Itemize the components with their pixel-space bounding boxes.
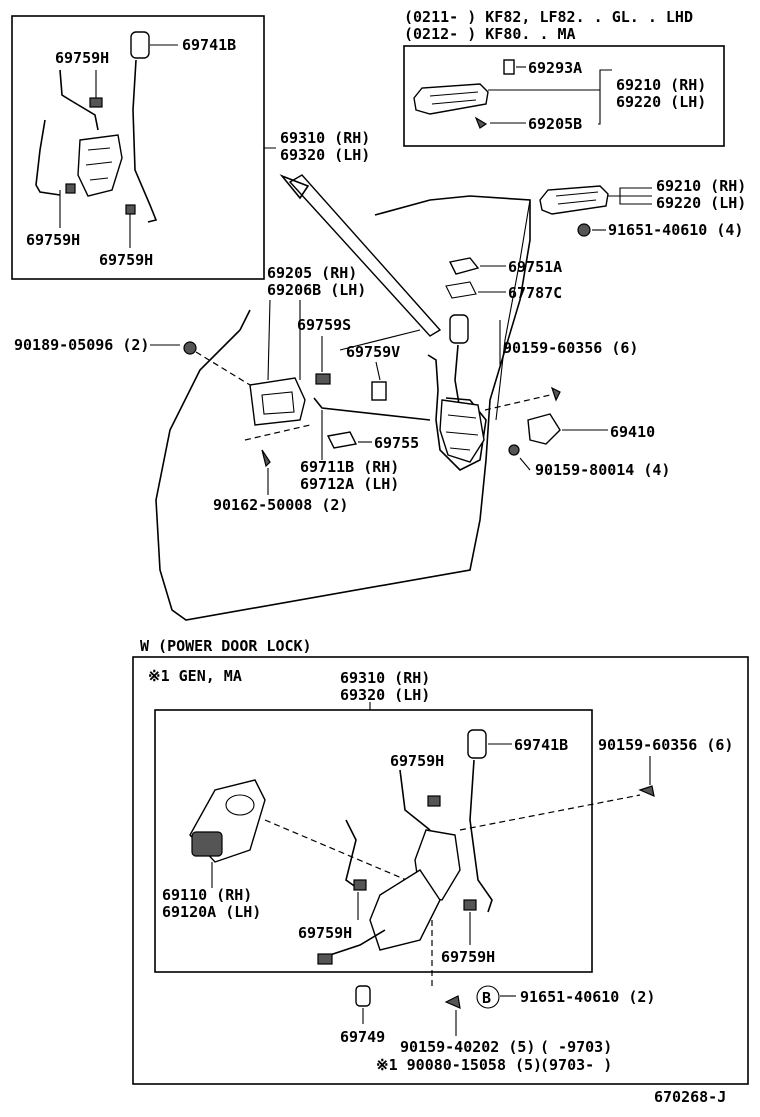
label-69410: 69410 [610,423,655,441]
outside-handle-rh [539,185,609,215]
label-69310-rh-pl: 69310 (RH) [340,669,430,687]
clip-69759V [371,381,387,401]
striker-69410 [527,413,561,445]
inset-box-handle [403,45,725,147]
arrow-icon [279,174,310,200]
label-69759H-right-pl: 69759H [441,948,495,966]
outside-handle-cap [130,31,150,59]
door-panel-outline [155,195,531,621]
harness-connector [317,953,333,965]
inside-rod [35,119,61,196]
latch-assembly [77,134,123,197]
label-90159-60356-6-pl: 90159-60356 (6) [598,736,733,754]
label-69759H-left: 69759H [26,231,80,249]
label-69210-rh: 69210 (RH) [656,177,746,195]
label-69741B-top: 69741B [182,36,236,54]
power-lock-box [132,656,749,1085]
label-90162-50008: 90162-50008 (2) [213,496,348,514]
figure-id: 670268-J [654,1088,726,1106]
label-69205B: 69205B [528,115,582,133]
handle-pad [503,59,515,75]
label-69220-lh: 69220 (LH) [656,194,746,212]
label-69310-rh: 69310 (RH) [280,129,370,147]
cover-69749 [355,985,371,1007]
label-69759V: 69759V [346,343,400,361]
bolt-icon [577,223,591,237]
power-lock-title: W (POWER DOOR LOCK) [140,637,312,655]
label-69741B-pl: 69741B [514,736,568,754]
lock-rod [59,69,99,131]
label-circle-b: B [482,989,491,1007]
glass-run [288,174,442,337]
label-91651-40610-4: 91651-40610 (4) [608,221,743,239]
applicability-line-1: (0211- ) KF82, LF82. . GL. . LHD [404,8,693,26]
label-90080-15058: ※1 90080-15058 (5) [376,1056,542,1074]
motor-connector [191,831,223,857]
label-69759H-topleft: 69759H [55,49,109,67]
label-91651-40610-2: 91651-40610 (2) [520,988,655,1006]
power-lock-inner-box [154,709,593,973]
label-69759H-left-pl: 69759H [298,924,352,942]
label-90159-60356-6: 90159-60356 (6) [503,339,638,357]
label-69320-lh: 69320 (LH) [280,146,370,164]
label-69293A: 69293A [528,59,582,77]
label-90159-40202: 90159-40202 (5) [400,1038,535,1056]
label-69759H-bottom: 69759H [99,251,153,269]
rod-clip [353,879,367,891]
rod-clip [463,899,477,911]
label-67787C: 67787C [508,284,562,302]
label-69759H-top-pl: 69759H [390,752,444,770]
label-69749: 69749 [340,1028,385,1046]
rod-clip [89,97,103,108]
rod-clip [65,183,76,194]
label-90189-05096: 90189-05096 (2) [14,336,149,354]
rod-clip [125,204,136,215]
applicability-line-2: (0212- ) KF80. . MA [404,25,576,43]
control-rod [132,59,158,223]
screw-icon [474,116,488,129]
label-90159-80014-4: 90159-80014 (4) [535,461,670,479]
label-69751A: 69751A [508,258,562,276]
rod-clip [427,795,441,807]
bolt-icon [508,444,520,456]
label-69712A-lh: 69712A (LH) [300,475,399,493]
label-69711B-rh: 69711B (RH) [300,458,399,476]
label-69220-lh-box: 69220 (LH) [616,93,706,111]
knob-69755 [326,431,358,449]
clip-69759S [315,373,331,385]
label-69210-rh-box: 69210 (RH) [616,76,706,94]
pad-67787C [445,281,477,299]
label-69320-lh-pl: 69320 (LH) [340,686,430,704]
screw-icon [444,995,461,1009]
label-69755: 69755 [374,434,419,452]
lock-cylinder-pl [467,729,487,759]
power-lock-note: ※1 GEN, MA [148,667,242,685]
screw-icon [261,449,271,468]
label-90080-range: (9703- ) [540,1056,612,1074]
outside-handle [413,83,489,115]
clip-icon [183,341,197,355]
bolt-icon [638,785,655,798]
lock-cylinder [449,314,469,344]
label-69120A-lh: 69120A (LH) [162,903,261,921]
circle-b-icon [476,985,500,1009]
bolt-icon [550,386,561,402]
label-69205-rh: 69205 (RH) [267,264,357,282]
inside-lock-rod [313,397,431,421]
label-69206B-lh: 69206B (LH) [267,281,366,299]
label-69110-rh: 69110 (RH) [162,886,252,904]
inside-handle [249,377,306,426]
cover-69751A [448,257,480,275]
label-69759S: 69759S [297,316,351,334]
label-90159-range: ( -9703) [540,1038,612,1056]
